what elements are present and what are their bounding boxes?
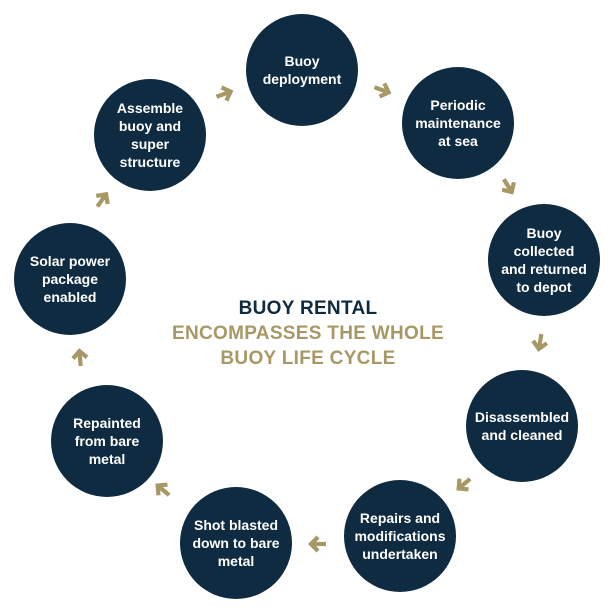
chevron-arrow-icon (67, 345, 93, 371)
center-subtitle-line2: BUOY LIFE CYCLE (220, 348, 396, 369)
chevron-arrow-icon (526, 328, 554, 356)
step-solar-power: Solar power package enabled (14, 223, 126, 335)
step-label: Repairs and modifications undertaken (354, 510, 446, 562)
step-periodic-maintenance: Periodic maintenance at sea (402, 67, 514, 179)
chevron-arrow-icon (209, 79, 240, 110)
center-title: BUOY RENTAL (238, 298, 378, 319)
step-label: Periodic maintenance at sea (415, 97, 501, 149)
step-label: Shot blasted down to bare metal (192, 517, 280, 569)
chevron-arrow-icon (146, 473, 180, 507)
chevron-arrow-icon (306, 532, 330, 556)
step-buoy-collected: Buoy collected and returned to depot (488, 204, 600, 316)
step-label: Buoy collected and returned to depot (501, 225, 587, 295)
step-label: Assemble buoy and super structure (116, 100, 184, 170)
chevron-arrow-icon (491, 169, 524, 202)
step-assemble-buoy: Assemble buoy and super structure (94, 79, 206, 191)
step-label: Buoy deployment (262, 53, 342, 87)
chevron-arrow-icon (85, 183, 118, 216)
step-shot-blasted: Shot blasted down to bare metal (180, 487, 292, 599)
center-subtitle-line1: ENCOMPASSES THE WHOLE (172, 323, 444, 344)
chevron-arrow-icon (447, 467, 481, 501)
step-label: Solar power package enabled (29, 253, 111, 305)
center-caption: BUOY RENTAL ENCOMPASSES THE WHOLE BUOY L… (158, 296, 458, 371)
step-label: Disassembled and cleaned (474, 409, 570, 443)
step-repainted: Repainted from bare metal (51, 385, 163, 497)
step-disassembled: Disassembled and cleaned (466, 370, 578, 482)
step-repairs: Repairs and modifications undertaken (344, 480, 456, 592)
step-label: Repainted from bare metal (73, 415, 141, 467)
step-buoy-deployment: Buoy deployment (246, 14, 358, 126)
chevron-arrow-icon (367, 75, 398, 106)
